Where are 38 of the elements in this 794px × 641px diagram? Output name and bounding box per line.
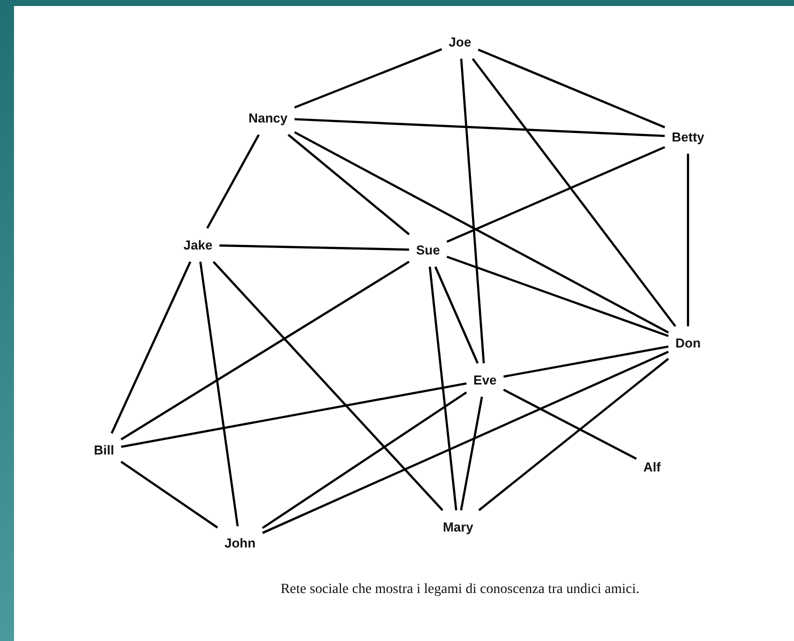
connector-line [288, 134, 410, 236]
connector-line [262, 350, 669, 534]
connector-line [294, 48, 442, 109]
connector-line [686, 154, 690, 326]
connector-line [460, 396, 483, 510]
connector-line [460, 58, 485, 364]
connector-line [206, 134, 260, 229]
person-name: Eve [473, 372, 497, 388]
connector-line [434, 266, 479, 364]
person-name: Don [675, 335, 701, 350]
person-name: Betty [672, 129, 704, 144]
connector-line [110, 261, 192, 434]
connector-line [446, 146, 666, 243]
person-name: Jake [184, 237, 212, 252]
caption: Rete sociale che mostra i legami di conoscenza tra undici amici. [280, 581, 640, 599]
connector-line [120, 460, 218, 528]
connector-line [503, 346, 669, 378]
connector-line [294, 118, 665, 138]
person-name: Joe [448, 34, 472, 50]
connector-line [478, 48, 666, 128]
person-name: Bill [94, 442, 114, 458]
person-name: Sue [416, 242, 440, 258]
connector-line [262, 391, 468, 529]
person-name: Mary [442, 519, 474, 534]
connector-line [294, 131, 669, 334]
person-name: John [224, 535, 256, 550]
connector-line [120, 260, 410, 440]
connector-line [428, 266, 458, 510]
person-name: Alf [643, 459, 661, 474]
connector-line [472, 58, 676, 327]
connector-line [212, 261, 444, 511]
connector-line [446, 256, 669, 338]
connector-line [120, 382, 467, 448]
connector-line [219, 244, 410, 251]
connector-line [503, 388, 637, 460]
connector-line [199, 262, 239, 526]
connector-line [478, 358, 670, 512]
person-name: Nancy [248, 110, 288, 126]
